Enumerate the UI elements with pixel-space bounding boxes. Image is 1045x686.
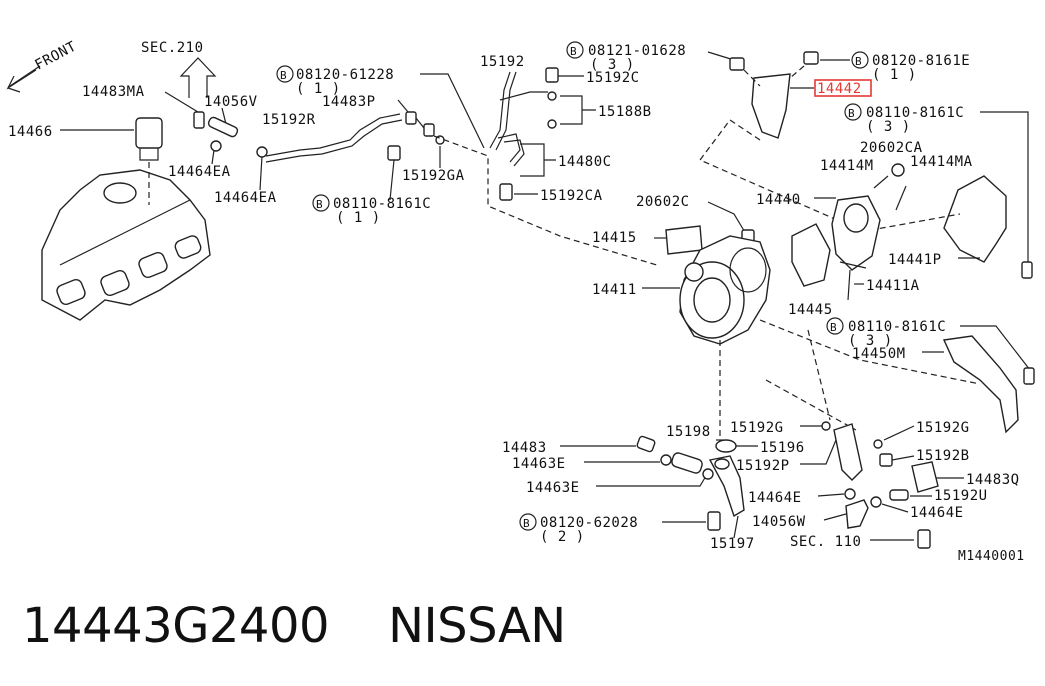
bolt-marker-3: B: [570, 45, 577, 58]
label-14441P: 14441P: [888, 252, 942, 268]
label-15192GA: 15192GA: [402, 168, 465, 184]
label-14415: 14415: [592, 230, 637, 246]
diagram-code: M1440001: [958, 549, 1025, 564]
part-14056W: [845, 499, 869, 529]
label-14411: 14411: [592, 282, 637, 298]
label-08110-8161C-3: 08110-8161C: [848, 319, 946, 335]
label-15198: 15198: [666, 424, 711, 440]
label-14442: 14442: [817, 81, 862, 97]
caption: 14443G2400 NISSAN: [22, 598, 566, 654]
part-14440-elbow: [831, 195, 881, 271]
label-14414M: 14414M: [820, 158, 874, 174]
qty-2: ( 2 ): [540, 529, 585, 545]
bolt-marker-6: B: [830, 321, 837, 334]
label-15192C: 15192C: [586, 70, 640, 86]
part-14445-gasket: [791, 223, 831, 287]
qty-3b: ( 3 ): [866, 119, 911, 135]
part-15192P: [833, 423, 863, 481]
label-08120-8161E: 08120-8161E: [872, 53, 970, 69]
label-08120-61228: 08120-61228: [296, 67, 394, 83]
qty-1c: ( 1 ): [872, 67, 917, 83]
qty-3a: ( 3 ): [590, 57, 635, 73]
label-15196: 15196: [760, 440, 805, 456]
bolt-marker-1: B: [280, 69, 287, 82]
bolt-marker-7: B: [523, 517, 530, 530]
label-sec110: SEC. 110: [790, 534, 861, 550]
label-14414MA: 14414MA: [910, 154, 973, 170]
label-14464E-1: 14464E: [748, 490, 802, 506]
label-08121-01628: 08121-01628: [588, 43, 686, 59]
label-15192G-2: 15192G: [916, 420, 970, 436]
label-14411A: 14411A: [866, 278, 920, 294]
qty-1b: ( 1 ): [336, 210, 381, 226]
part-14056V: [207, 116, 239, 138]
label-08120-62028: 08120-62028: [540, 515, 638, 531]
bolt-marker-2: B: [316, 198, 323, 211]
label-14056W: 14056W: [752, 514, 806, 530]
label-14440: 14440: [756, 192, 801, 208]
part-14466-cap: 14466: [8, 117, 163, 205]
label-15192G-1: 15192G: [730, 420, 784, 436]
part-14483MA: [193, 111, 205, 129]
bolt-08110-8161C-2: B 08110-8161C ( 3 ): [844, 103, 1033, 279]
label-14445: 14445: [788, 302, 833, 318]
label-14464E-2: 14464E: [910, 505, 964, 521]
label-15192P: 15192P: [736, 458, 790, 474]
sec210-arrow: SEC.210: [141, 40, 217, 98]
front-label: FRONT: [32, 38, 79, 73]
part-14441P-heat-shield: 14441P: [888, 175, 1007, 268]
part-14442-bracket: 14442: [751, 73, 872, 139]
label-14483P: 14483P: [322, 94, 376, 110]
label-14463E-2: 14463E: [526, 480, 580, 496]
part-15197: [708, 455, 745, 518]
bolt-08110-8161C-1: B 08110-8161C ( 1 ): [312, 145, 431, 226]
turbocharger-exploded-diagram: FRONT SEC.210 14466 14483MA 14056V 14464…: [6, 38, 1035, 564]
label-15188B: 15188B: [598, 104, 652, 120]
label-15192B: 15192B: [916, 448, 970, 464]
label-14464EA-2: 14464EA: [214, 190, 277, 206]
label-08110-8161C-2: 08110-8161C: [866, 105, 964, 121]
label-15192CA: 15192CA: [540, 188, 603, 204]
intake-manifold: [41, 169, 211, 321]
label-14463E-1: 14463E: [512, 456, 566, 472]
label-15192R: 15192R: [262, 112, 316, 128]
highlight-14442: [814, 79, 872, 97]
caption-part-number: 14443G2400: [22, 598, 330, 654]
label-14464EA-1: 14464EA: [168, 164, 231, 180]
label-08110-8161C-1: 08110-8161C: [333, 196, 431, 212]
label-14483: 14483: [502, 440, 547, 456]
qty-1a: ( 1 ): [296, 81, 341, 97]
label-20602C: 20602C: [636, 194, 690, 210]
label-14483Q: 14483Q: [966, 472, 1020, 488]
caption-brand: NISSAN: [388, 598, 566, 654]
front-arrow: FRONT: [6, 38, 79, 93]
label-14450M: 14450M: [852, 346, 906, 362]
bolt-08120-8161E: B 08120-8161E ( 1 ): [803, 51, 970, 83]
part-14483Q: [911, 461, 939, 493]
label-15192U: 15192U: [934, 488, 988, 504]
sec210-label: SEC.210: [141, 40, 204, 56]
label-14466: 14466: [8, 124, 53, 140]
label-20602CA: 20602CA: [860, 140, 923, 156]
label-15197: 15197: [710, 536, 755, 552]
label-14483MA: 14483MA: [82, 84, 145, 100]
bolt-08120-61228: B 08120-61228 ( 1 ): [276, 65, 485, 149]
part-14450M-heat-shield: [942, 335, 1019, 434]
bolt-08121-01628: B 08121-01628 ( 3 ): [566, 41, 745, 73]
bolt-08120-62028: B 08120-62028 ( 2 ): [519, 511, 721, 545]
label-14056V: 14056V: [204, 94, 258, 110]
label-14480C: 14480C: [558, 154, 612, 170]
label-15192: 15192: [480, 54, 525, 70]
part-14411-turbocharger: [679, 235, 771, 345]
qty-3c: ( 3 ): [848, 333, 893, 349]
part-15196: [715, 439, 737, 453]
part-14415-gasket: [665, 225, 703, 255]
bolt-marker-4: B: [855, 55, 862, 68]
bolt-08110-8161C-3: B 08110-8161C ( 3 ): [826, 317, 1035, 385]
bolt-marker-5: B: [848, 107, 855, 120]
